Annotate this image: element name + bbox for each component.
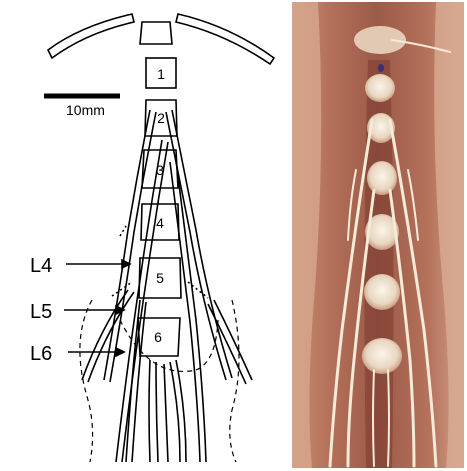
nerve-root-label-l4: L4	[30, 255, 52, 277]
vertebra-label-6: 6	[154, 329, 162, 345]
dashed-outline-right	[230, 300, 239, 462]
nerve-root-label-l5: L5	[30, 301, 52, 323]
sacral-block	[140, 22, 172, 44]
cauda-strand-3	[164, 364, 168, 462]
nerve-right-far-b	[208, 304, 246, 384]
nerve-left-branch	[82, 290, 128, 380]
photo-vertebra-1	[365, 74, 395, 102]
photo-marker-dot	[378, 64, 384, 72]
photo-vertebra-6	[362, 338, 402, 374]
scale-bar-label: 10mm	[66, 102, 105, 118]
vertebra-label-4: 4	[156, 215, 164, 231]
vertebra-label-5: 5	[156, 270, 164, 286]
dissection-photo	[292, 2, 464, 468]
nerve-right-far	[214, 300, 252, 380]
pelvic-arch-right	[176, 14, 274, 64]
nerve-root-label-l6: L6	[30, 343, 52, 365]
pelvic-arch-left	[48, 14, 134, 58]
photo-vertebra-5	[364, 274, 400, 310]
vertebra-label-2: 2	[157, 110, 165, 126]
vertebra-label-1: 1	[157, 66, 165, 82]
dotted-connector-l4	[120, 226, 126, 236]
cauda-strand-1	[149, 360, 150, 462]
photo-cauda-2	[388, 370, 389, 466]
vertebra-label-3: 3	[156, 162, 164, 178]
photo-cauda-1	[373, 370, 374, 466]
photo-vertebra-3	[367, 161, 397, 195]
dotted-connector-l5	[112, 282, 132, 296]
dashed-outline-left	[80, 300, 93, 462]
arrow-l6-head	[116, 348, 124, 356]
cauda-strand-2	[156, 362, 158, 462]
